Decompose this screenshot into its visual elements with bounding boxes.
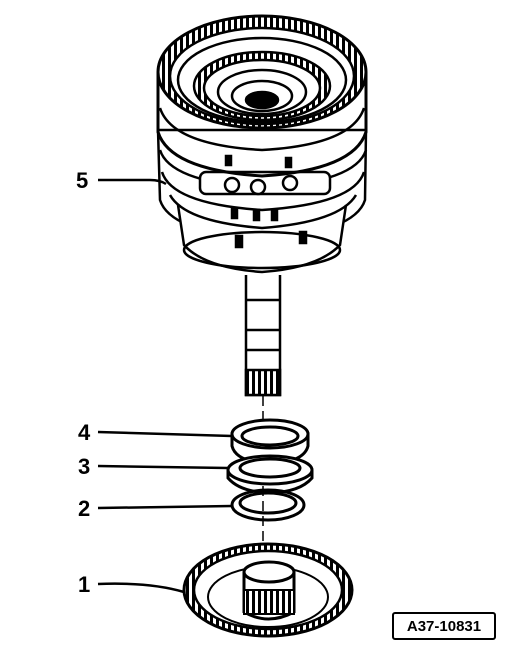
callout-5: 5	[76, 168, 167, 193]
callout-label-5: 5	[76, 168, 88, 193]
callout-label-4: 4	[78, 420, 91, 445]
callout-3: 3	[78, 454, 229, 479]
part-2-shim-ring	[230, 488, 306, 522]
figure-reference-label: A37-10831	[392, 612, 496, 640]
callout-label-3: 3	[78, 454, 90, 479]
callout-1: 1	[78, 572, 185, 597]
part-1-toothed-plate	[182, 542, 354, 638]
part-5-drum-assembly	[156, 14, 368, 397]
callout-2: 2	[78, 496, 233, 521]
part-3-thrust-washer	[226, 454, 314, 495]
callout-4: 4	[78, 420, 233, 445]
callout-label-2: 2	[78, 496, 90, 521]
callout-label-1: 1	[78, 572, 90, 597]
